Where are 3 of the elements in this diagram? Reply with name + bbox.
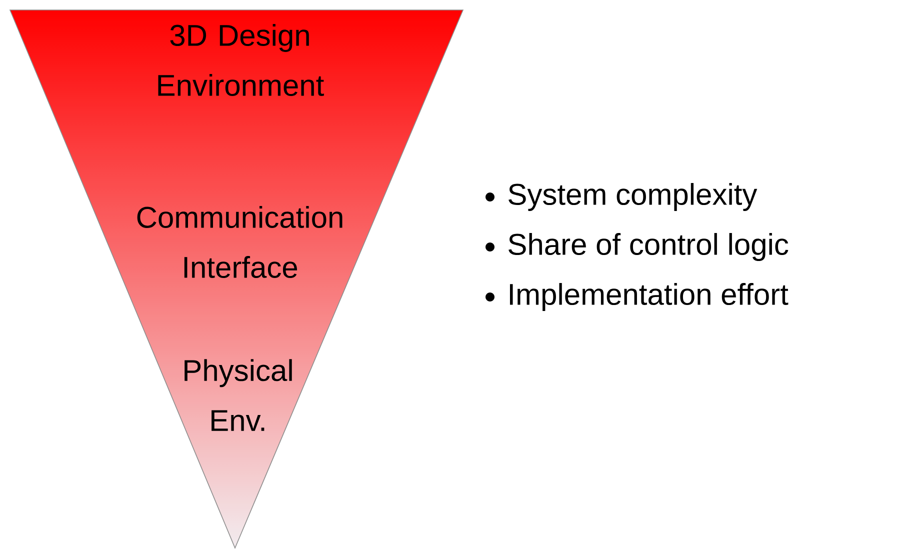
list-item: Implementation effort [510, 283, 788, 311]
list-item: System complexity [508, 183, 758, 211]
list-item: Share of control logic [508, 233, 788, 261]
